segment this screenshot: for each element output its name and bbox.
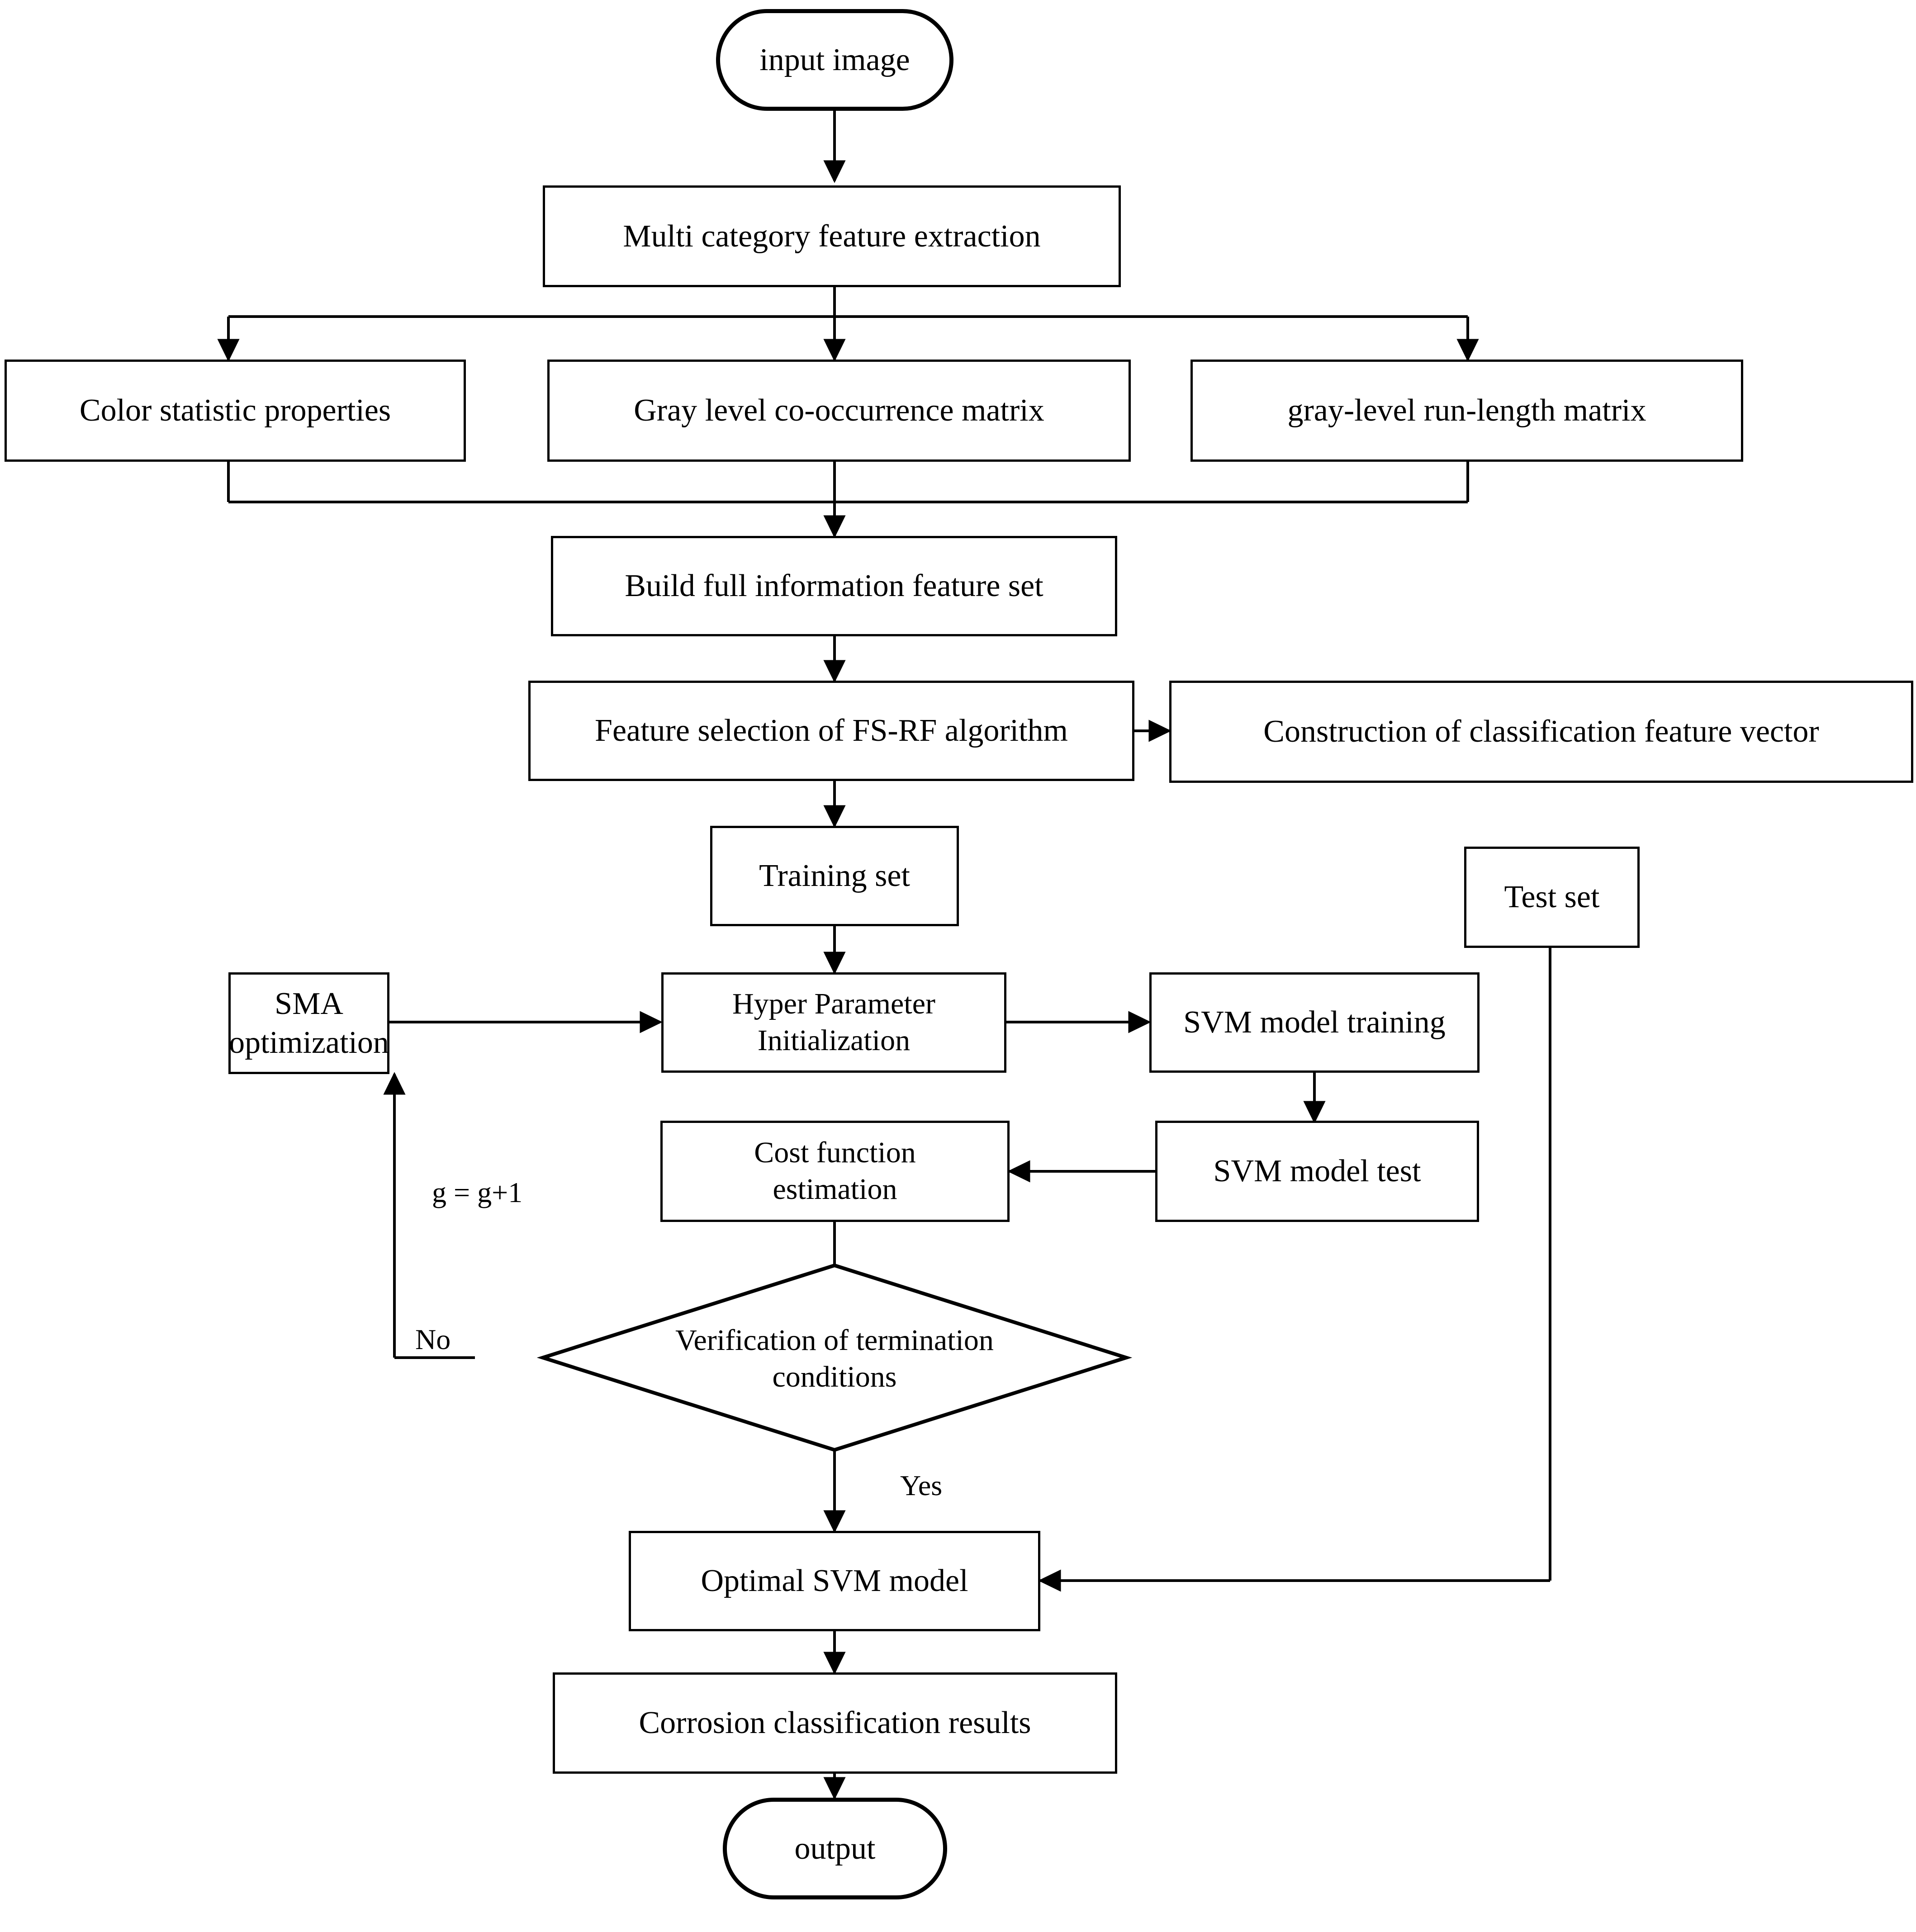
node-optimal-svm-model[interactable]: Optimal SVM model — [629, 1531, 1040, 1631]
node-feature-selection-fsrf[interactable]: Feature selection of FS-RF algorithm — [528, 681, 1134, 781]
node-training-set[interactable]: Training set — [710, 826, 959, 926]
node-gray-level-cooccurrence-matrix[interactable]: Gray level co-occurrence matrix — [547, 360, 1131, 462]
edge-label-increment: g = g+1 — [432, 1176, 523, 1208]
node-multi-category-feature-extraction[interactable]: Multi category feature extraction — [543, 185, 1121, 287]
node-cost-function-estimation[interactable]: Cost function estimation — [660, 1121, 1010, 1222]
node-input-image[interactable]: input image — [716, 9, 953, 111]
node-svm-model-training[interactable]: SVM model training — [1149, 972, 1480, 1073]
node-test-set[interactable]: Test set — [1464, 847, 1640, 948]
edge-label-yes: Yes — [900, 1469, 943, 1501]
node-color-statistic-properties[interactable]: Color statistic properties — [5, 360, 466, 462]
node-gray-level-run-length-matrix[interactable]: gray-level run-length matrix — [1190, 360, 1743, 462]
node-hyper-parameter-initialization[interactable]: Hyper Parameter Initialization — [661, 972, 1006, 1073]
edge-label-no: No — [415, 1323, 451, 1355]
node-construction-classification-feature-vector[interactable]: Construction of classification feature v… — [1169, 681, 1913, 783]
decision-diamond-shape — [536, 1263, 1133, 1452]
node-svm-model-test[interactable]: SVM model test — [1155, 1121, 1479, 1222]
node-corrosion-classification-results[interactable]: Corrosion classification results — [553, 1672, 1117, 1774]
node-verification-of-termination-conditions[interactable]: Verification of termination conditions — [675, 1324, 994, 1393]
node-output[interactable]: output — [723, 1798, 947, 1899]
node-build-full-information-feature-set[interactable]: Build full information feature set — [551, 536, 1117, 636]
node-sma-optimization[interactable]: SMA optimization — [228, 972, 389, 1074]
